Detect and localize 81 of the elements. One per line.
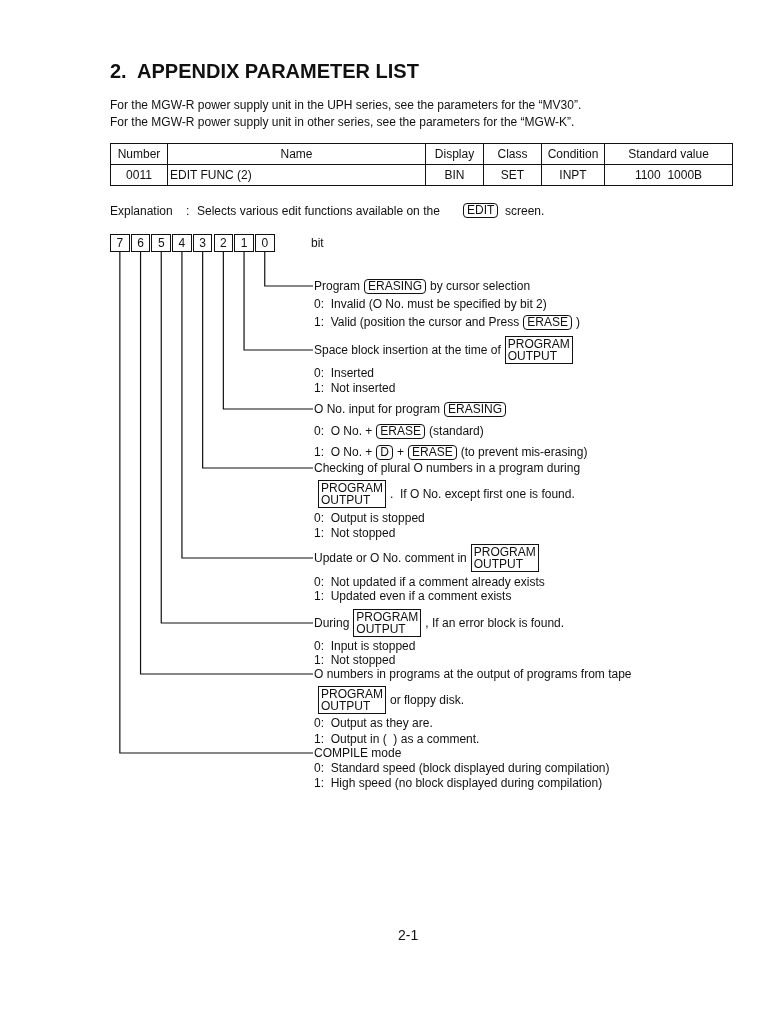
table-cell: SET bbox=[483, 164, 542, 186]
description-text: O numbers in programs at the output of programs from tape bbox=[314, 667, 632, 681]
keyboard-key: PROGRAM OUTPUT bbox=[318, 686, 386, 714]
table-header-cell: Name bbox=[167, 143, 426, 165]
description-text: (to prevent mis-erasing) bbox=[460, 445, 588, 459]
table-header-cell: Display bbox=[425, 143, 484, 165]
bit-cell: 4 bbox=[172, 234, 192, 252]
description-text: 1: High speed (no block displayed during compilation) bbox=[314, 776, 603, 790]
table-cell: BIN bbox=[425, 164, 484, 186]
description-text: 1: Not stopped bbox=[314, 526, 396, 540]
explanation-text: Selects various edit functions available on the bbox=[197, 204, 440, 218]
bit-cell: 1 bbox=[234, 234, 254, 252]
description-text: 1: Not stopped bbox=[314, 653, 396, 667]
explanation-label: Explanation bbox=[110, 204, 173, 218]
description-text: 0: O No. + bbox=[314, 424, 373, 438]
bit-cell: 7 bbox=[110, 234, 130, 252]
bit-label: bit bbox=[311, 236, 324, 250]
description-text: 0: Standard speed (block displayed during compilation) bbox=[314, 761, 610, 775]
table-cell: 1100 1000B bbox=[604, 164, 733, 186]
page-number: 2-1 bbox=[398, 927, 419, 943]
description-text: 1: Valid (position the cursor and Press bbox=[314, 315, 520, 329]
description-text: Checking of plural O numbers in a program during bbox=[314, 461, 581, 475]
table-header-cell: Standard value bbox=[604, 143, 733, 165]
description-text: Space block insertion at the time of bbox=[314, 343, 501, 357]
page-title: 2. APPENDIX PARAMETER LIST bbox=[110, 60, 419, 83]
description-text: COMPILE mode bbox=[314, 746, 402, 760]
description-text: 0: Invalid (O No. must be specified by bit 2) bbox=[314, 297, 547, 311]
table-cell: 0011 bbox=[110, 164, 168, 186]
description-text: Program bbox=[314, 279, 360, 293]
description-text: During bbox=[314, 616, 350, 630]
table-header-cell: Class bbox=[483, 143, 542, 165]
description-text: 0: Inserted bbox=[314, 366, 375, 380]
leader-line bbox=[264, 251, 314, 287]
description-text: O No. input for program bbox=[314, 402, 441, 416]
description-text: 1: Not inserted bbox=[314, 381, 396, 395]
description-text: ) bbox=[575, 315, 580, 329]
description-text: 0: Input is stopped bbox=[314, 639, 416, 653]
separator-colon: : bbox=[186, 204, 190, 218]
leader-line bbox=[181, 251, 314, 559]
table-cell: EDIT FUNC (2) bbox=[167, 164, 426, 186]
bit-cell: 2 bbox=[213, 234, 234, 252]
intro-text: For the MGW-R power supply unit in the UPH series, see the parameters for the “MV30”. bbox=[110, 98, 582, 112]
leader-line bbox=[243, 251, 314, 351]
keyboard-key: PROGRAM OUTPUT bbox=[318, 480, 386, 508]
leader-line bbox=[119, 251, 314, 754]
description-text: 0: Not updated if a comment already exists bbox=[314, 575, 545, 589]
description-text: 0: Output is stopped bbox=[314, 511, 425, 525]
description-text: Update or O No. comment in bbox=[314, 551, 467, 565]
keyboard-key: PROGRAM OUTPUT bbox=[504, 336, 573, 364]
leader-line bbox=[160, 251, 314, 624]
keyboard-key: ERASE bbox=[523, 314, 572, 330]
description-text: + bbox=[397, 445, 405, 459]
bit-cell: 6 bbox=[130, 234, 151, 252]
description-text: or floppy disk. bbox=[390, 693, 465, 707]
keyboard-key: ERASE bbox=[376, 423, 426, 439]
keyboard-key: PROGRAM OUTPUT bbox=[353, 609, 422, 637]
description-text: 0: Output as they are. bbox=[314, 716, 433, 730]
keyboard-key: EDIT bbox=[463, 203, 499, 218]
description-text: (standard) bbox=[429, 424, 484, 438]
description-text: 1: Updated even if a comment exists bbox=[314, 589, 512, 603]
explanation-text: screen. bbox=[505, 204, 545, 218]
bit-cell: 0 bbox=[254, 234, 275, 252]
table-header-cell: Condition bbox=[541, 143, 605, 165]
description-text: 1: Output in ( ) as a comment. bbox=[314, 732, 480, 746]
keyboard-key: ERASE bbox=[408, 444, 457, 460]
keyboard-key: ERASING bbox=[364, 278, 427, 294]
table-cell: INPT bbox=[541, 164, 605, 186]
description-text: by cursor selection bbox=[430, 279, 531, 293]
keyboard-key: ERASING bbox=[444, 401, 507, 417]
leader-line bbox=[202, 251, 314, 469]
bit-cell: 3 bbox=[192, 234, 213, 252]
leader-line bbox=[222, 251, 314, 410]
keyboard-key: PROGRAM OUTPUT bbox=[470, 544, 539, 572]
description-text: , If an error block is found. bbox=[425, 616, 565, 630]
table-header-cell: Number bbox=[110, 143, 168, 165]
bit-cell: 5 bbox=[151, 234, 172, 252]
description-text: . If O No. except first one is found. bbox=[390, 487, 575, 501]
intro-text: For the MGW-R power supply unit in other series, see the parameters for the “MGW-K”. bbox=[110, 115, 575, 129]
leader-line bbox=[139, 251, 314, 675]
description-text: 1: O No. + bbox=[314, 445, 373, 459]
keyboard-key: D bbox=[376, 444, 394, 460]
